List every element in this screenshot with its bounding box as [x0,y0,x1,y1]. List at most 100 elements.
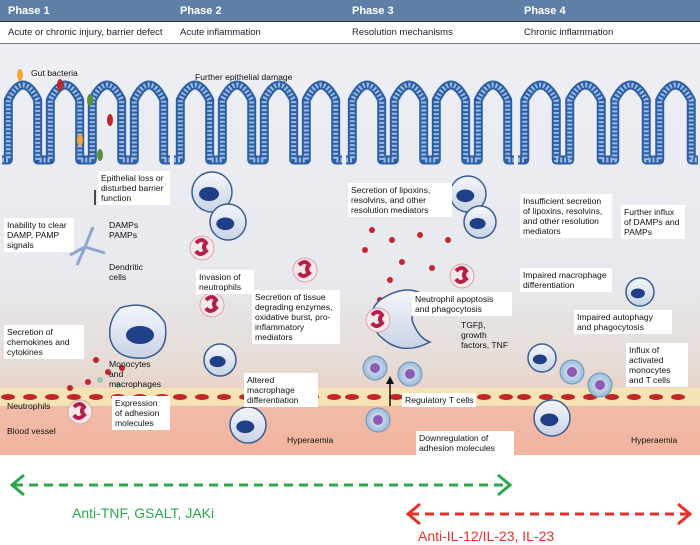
macrophage-nucleus [532,354,547,365]
mediator-dot [389,237,395,243]
red-blood-cell [605,394,619,400]
epithelial-loss-label: Epithelial loss or disturbed barrier fun… [98,171,170,205]
phase-3-subtitle: Resolution mechanisms [344,22,516,44]
dendritic-cell [69,226,106,266]
gut-bacterium [107,114,113,126]
macrophage-nucleus [216,217,235,231]
mediator-dot [445,237,451,243]
mediator-dot [105,369,111,375]
red-blood-cell [67,394,81,400]
downregulation-label: Downregulation of adhesion molecules [416,431,514,455]
mediator-dot [97,377,103,383]
macrophage-nucleus [469,218,486,230]
further-damage-label: Further epithelial damage [195,72,293,82]
macrophage-nucleus [630,288,645,299]
hyperaemia-label-p2: Hyperaemia [287,435,334,445]
red-blood-cell [217,394,231,400]
phase-2-title: Phase 2 [172,0,344,22]
t-cell-nucleus [405,369,415,379]
red-blood-cell [627,394,641,400]
red-blood-cell [649,394,663,400]
villus-epithelium [518,80,698,165]
therapy-arrow-red [405,502,693,526]
red-blood-cell [671,394,685,400]
gut-bacterium [87,94,93,106]
macrophage-nucleus [199,187,219,201]
dendritic-cells-label: Dendritic cells [109,262,143,282]
red-blood-cell [499,394,513,400]
red-blood-cell [173,394,187,400]
mediator-dot [362,247,368,253]
red-blood-cell [517,394,531,400]
macrophage-nucleus [540,413,559,427]
gut-bacterium [77,134,83,146]
inability-label: Inability to clear DAMP, PAMP signals [4,218,74,252]
macrophage-nucleus [209,356,226,368]
t-cell-nucleus [595,380,605,390]
macrophage-nucleus [236,420,255,434]
villus-epithelium [2,80,170,165]
impaired-autophagy-label: Impaired autophagy and phagocytosis [574,310,672,334]
red-blood-cell [477,394,491,400]
further-influx-label: Further influx of DAMPs and PAMPs [621,205,685,239]
gut-bacterium [57,79,63,91]
epithelium-villi [2,80,698,165]
therapy-label-red: Anti-IL-12/IL-23, IL-23 [418,528,555,544]
neutrophil-nucleus [297,260,312,278]
red-blood-cell [367,394,381,400]
villus-cells [2,82,170,163]
phase-2-subtitle: Acute inflammation [172,22,344,44]
mediator-dot [67,385,73,391]
t-cell-nucleus [370,363,380,373]
damps-pamps-label: DAMPs PAMPs [109,220,139,240]
mediator-dot [119,365,125,371]
phase-3-title: Phase 3 [344,0,516,22]
blood-vessel-label: Blood vessel [7,426,56,436]
neutrophil-apoptosis-label: Neutrophil apoptosis and phagocytosis [412,292,512,316]
villus-cells [174,82,342,163]
phase-1-subtitle: Acute or chronic injury, barrier defect [0,22,172,44]
gut-bacterium [97,149,103,161]
red-blood-cell [195,394,209,400]
mediator-dot [115,382,121,388]
therapy-label-green: Anti-TNF, GSALT, JAKi [72,505,215,521]
villus-epithelium [346,80,514,165]
red-blood-cell [539,394,553,400]
mediator-dot [399,259,405,265]
red-blood-cell [327,394,341,400]
blood-vessel-layer [0,388,700,455]
macrophage-nucleus [126,326,154,344]
tgf-label: TGFβ, growth factors, TNF [461,320,509,350]
phase-4-subtitle: Chronic inflammation [516,22,700,44]
gut-bacteria-label: Gut bacteria [31,68,78,78]
villus-epithelium [174,80,342,165]
red-blood-cell [23,394,37,400]
hyperaemia-label-p4: Hyperaemia [631,435,678,445]
monocytes-label: Monocytes and macrophages [109,359,162,389]
mediator-dot [429,265,435,271]
phase-1-title: Phase 1 [0,0,172,22]
adhesion-label: Expression of adhesion molecules [112,396,170,430]
secretion-enzymes-label: Secretion of tissue degrading enzymes, o… [252,290,340,344]
altered-differentiation-label: Altered macrophage differentiation [244,373,318,407]
neutrophil-nucleus [194,238,209,256]
red-blood-cell [1,394,15,400]
t-cell-nucleus [567,367,577,377]
regulatory-t-cells-label: Regulatory T cells [402,393,477,407]
t-cell-nucleus [373,415,383,425]
chemokines-label: Secretion of chemokines and cytokines [4,325,84,359]
impaired-differentiation-label: Impaired macrophage differentiation [520,268,612,292]
macrophage-nucleus [456,189,475,203]
neutrophils-label: Neutrophils [7,401,51,411]
mediator-dot [417,232,423,238]
lipoxins-label: Secretion of lipoxins, resolvins, and ot… [348,183,452,217]
red-blood-cell [561,394,575,400]
therapy-arrow-green [9,473,513,497]
mediator-dot [387,277,393,283]
mediator-dot [85,379,91,385]
neutrophil-nucleus [204,295,219,313]
red-blood-cell [389,394,403,400]
red-blood-cell [45,394,59,400]
villus-cells [518,82,698,163]
